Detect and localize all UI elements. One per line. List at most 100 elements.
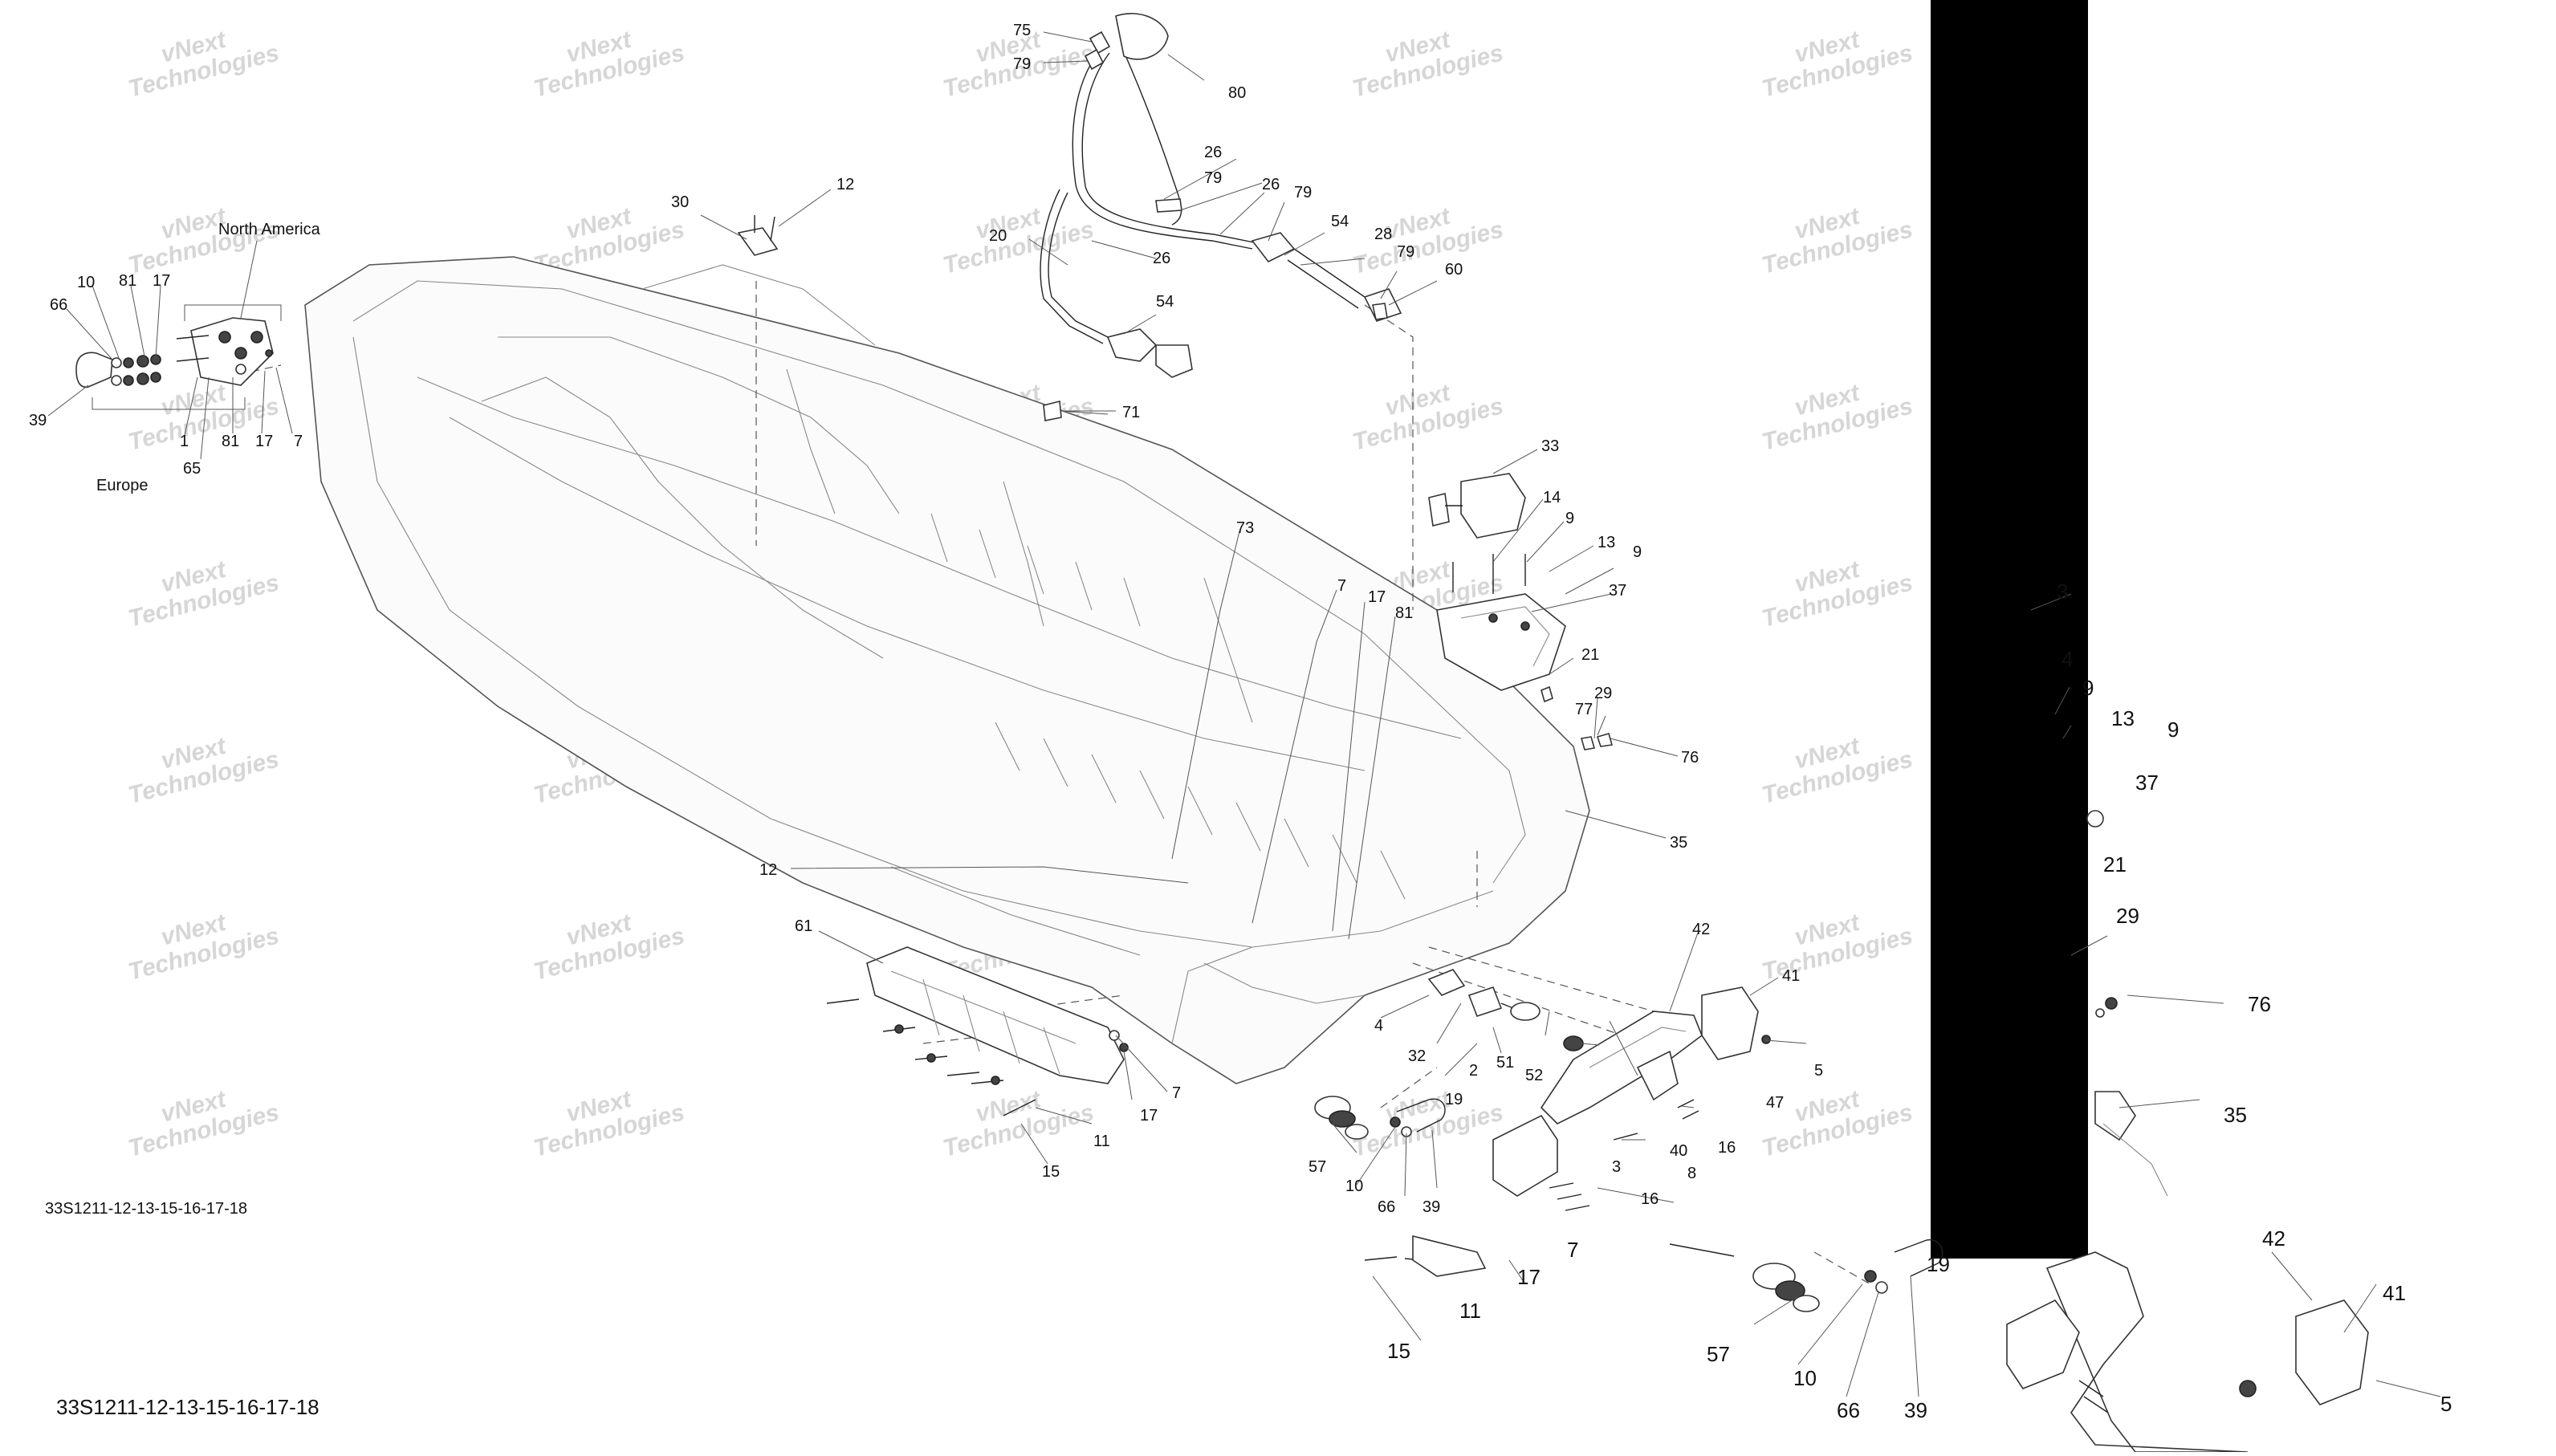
watermark: vNextTechnologies (120, 14, 282, 103)
callout-52: 52 (1525, 1067, 1543, 1084)
callout-66: 66 (1378, 1198, 1395, 1216)
callout-2: 2 (1469, 1062, 1478, 1080)
callout-9: 9 (2082, 676, 2094, 700)
callout-57: 57 (1707, 1342, 1730, 1366)
callout-37: 37 (1609, 582, 1626, 600)
watermark: vNextTechnologies (1344, 368, 1506, 456)
u-clip-39 (1390, 1098, 1446, 1137)
callout-4: 4 (1374, 1017, 1383, 1035)
callout-9: 9 (2167, 718, 2179, 742)
region-label-europe: Europe (96, 477, 149, 494)
watermark: vNextTechnologies (525, 897, 687, 986)
callout-12: 12 (836, 176, 854, 193)
callout-21: 21 (2103, 852, 2127, 876)
callout-80: 80 (1228, 84, 1246, 102)
callout-76: 76 (2248, 992, 2271, 1016)
watermark: vNextTechnologies (1753, 721, 1915, 809)
callout-29: 29 (2116, 904, 2139, 928)
callout-60: 60 (1445, 261, 1463, 279)
callout-37: 37 (2135, 771, 2159, 795)
callout-81: 81 (1395, 604, 1413, 622)
callout-42: 42 (2262, 1226, 2285, 1251)
watermark: vNextTechnologies (120, 721, 282, 809)
callout-39: 39 (29, 412, 47, 429)
callout-77: 77 (1575, 701, 1593, 718)
callout-9: 9 (1633, 543, 1642, 561)
callout-51: 51 (1496, 1054, 1514, 1072)
support-plate-37 (1436, 554, 1614, 750)
callout-79: 79 (1294, 184, 1312, 201)
callout-19: 19 (1927, 1252, 1950, 1276)
callout-17: 17 (153, 272, 170, 290)
callout-19: 19 (1445, 1091, 1463, 1108)
region-label-north-america: North America (218, 221, 321, 238)
callout-1: 1 (180, 433, 189, 450)
callout-39: 39 (1422, 1198, 1440, 1216)
callout-32: 32 (1408, 1047, 1426, 1065)
callout-65: 65 (183, 460, 201, 478)
watermark: vNextTechnologies (120, 1074, 282, 1162)
callout-4: 4 (2061, 647, 2073, 671)
callout-16: 16 (1718, 1139, 1736, 1157)
callout-17: 17 (1140, 1107, 1158, 1125)
callout-3: 3 (2057, 580, 2068, 604)
watermark: vNextTechnologies (1753, 368, 1915, 456)
zoom-inset-drain (1364, 1234, 1943, 1312)
callout-35: 35 (2224, 1103, 2247, 1127)
drain-plug-57 (1314, 1096, 1369, 1140)
callout-75: 75 (1013, 22, 1031, 39)
callout-41: 41 (1782, 967, 1800, 985)
callout-13: 13 (1598, 534, 1615, 551)
callout-79: 79 (1013, 55, 1031, 73)
watermark: vNextTechnologies (1344, 1074, 1506, 1162)
callout-28: 28 (1374, 226, 1392, 243)
watermark: vNextTechnologies (1344, 14, 1506, 103)
watermark: vNextTechnologies (1753, 897, 1915, 986)
watermark: vNextTechnologies (120, 544, 282, 632)
watermark: vNextTechnologies (120, 897, 282, 986)
callout-21: 21 (1581, 646, 1599, 664)
upper-bracket-30 (737, 215, 779, 256)
callout-17: 17 (1368, 588, 1386, 606)
redaction-block (1931, 0, 2088, 1259)
callout-15: 15 (1042, 1163, 1060, 1181)
callout-17: 17 (1517, 1265, 1541, 1289)
callout-35: 35 (1670, 834, 1687, 852)
watermark: vNextTechnologies (1753, 191, 1915, 279)
callout-15: 15 (1387, 1339, 1410, 1363)
callout-10: 10 (1793, 1366, 1817, 1390)
pump-fittings-4-32 (1427, 969, 1584, 1051)
watermark: vNextTechnologies (525, 1074, 687, 1162)
callout-5: 5 (1814, 1062, 1823, 1080)
zoom-inset-handle (2006, 810, 2369, 1453)
callout-11: 11 (1093, 1133, 1110, 1150)
callout-7: 7 (1172, 1084, 1181, 1102)
callout-10: 10 (77, 274, 95, 291)
callout-57: 57 (1309, 1158, 1326, 1176)
electronics-box-33 (1428, 473, 1526, 539)
watermark: vNextTechnologies (1753, 14, 1915, 103)
rub-strip-61 (826, 946, 1129, 1116)
hull-body (304, 256, 1590, 1084)
watermark: vNextTechnologies (1753, 1074, 1915, 1162)
watermark: vNextTechnologies (934, 191, 1097, 279)
callout-8: 8 (1687, 1165, 1696, 1182)
watermark: vNextTechnologies (1344, 191, 1506, 279)
callout-17: 17 (255, 433, 273, 450)
callout-30: 30 (671, 193, 689, 211)
callout-26: 26 (1204, 144, 1222, 161)
callout-40: 40 (1670, 1142, 1687, 1160)
callout-5: 5 (2440, 1392, 2452, 1416)
callout-76: 76 (1681, 749, 1699, 767)
callout-73: 73 (1236, 519, 1254, 537)
hose-assembly (1040, 13, 1402, 421)
callout-9: 9 (1565, 510, 1574, 527)
callout-71: 71 (1122, 404, 1140, 421)
callout-81: 81 (222, 433, 239, 450)
callout-66: 66 (1837, 1398, 1860, 1422)
grab-handle-42 (1492, 986, 1771, 1211)
callout-41: 41 (2383, 1281, 2406, 1305)
callout-16: 16 (1641, 1190, 1659, 1208)
